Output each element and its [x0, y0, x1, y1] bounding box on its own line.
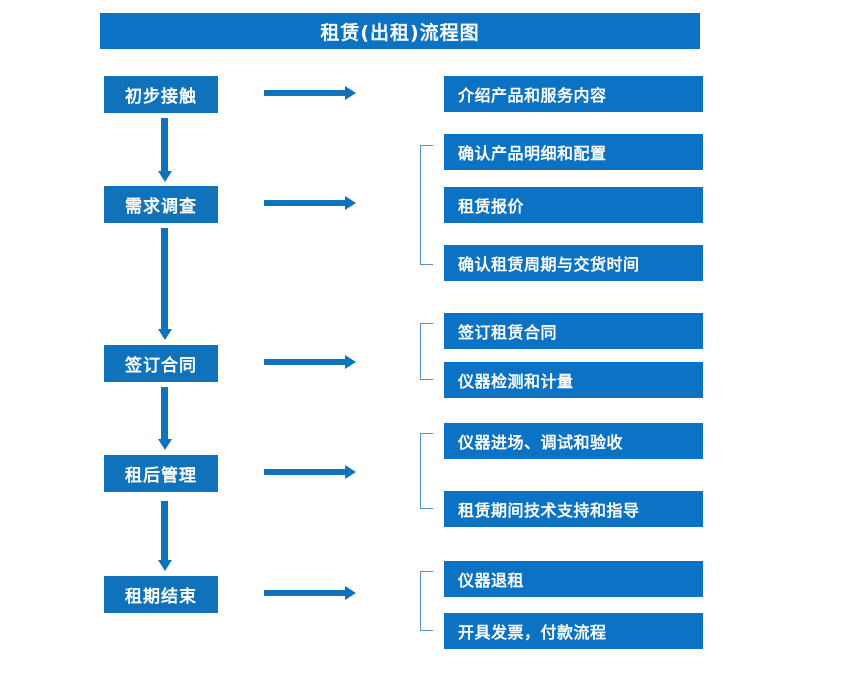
arrow-shaft: [264, 90, 345, 96]
arrow-head: [158, 439, 172, 450]
stage-box-4[interactable]: 租后管理: [104, 455, 218, 492]
right-arrow-2: [264, 196, 356, 210]
detail-box-6[interactable]: 仪器检测和计量: [444, 362, 703, 398]
arrow-shaft: [264, 200, 345, 206]
down-arrow-1: [158, 118, 172, 182]
arrow-shaft: [161, 118, 168, 171]
arrow-shaft: [161, 387, 168, 439]
chart-title: 租赁(出租)流程图: [100, 13, 700, 49]
down-arrow-3: [158, 387, 172, 450]
arrow-shaft: [161, 501, 168, 560]
group-bracket-4: [420, 571, 433, 631]
arrow-head: [345, 465, 356, 479]
detail-box-9[interactable]: 仪器退租: [444, 561, 703, 597]
arrow-head: [158, 171, 172, 182]
detail-box-4[interactable]: 确认租赁周期与交货时间: [444, 245, 703, 281]
detail-box-5[interactable]: 签订租赁合同: [444, 313, 703, 349]
right-arrow-3: [264, 355, 356, 369]
right-arrow-1: [264, 86, 356, 100]
arrow-head: [345, 586, 356, 600]
detail-box-1[interactable]: 介绍产品和服务内容: [444, 76, 703, 112]
detail-box-7[interactable]: 仪器进场、调试和验收: [444, 423, 703, 459]
stage-box-3[interactable]: 签订合同: [104, 345, 218, 382]
arrow-head: [158, 560, 172, 571]
arrow-shaft: [161, 228, 168, 329]
stage-box-1[interactable]: 初步接触: [104, 76, 218, 113]
right-arrow-5: [264, 586, 356, 600]
detail-box-2[interactable]: 确认产品明细和配置: [444, 134, 703, 170]
detail-box-3[interactable]: 租赁报价: [444, 187, 703, 223]
down-arrow-4: [158, 501, 172, 571]
arrow-head: [345, 355, 356, 369]
arrow-shaft: [264, 590, 345, 596]
arrow-head: [345, 196, 356, 210]
detail-box-10[interactable]: 开具发票，付款流程: [444, 613, 703, 649]
arrow-shaft: [264, 469, 345, 475]
down-arrow-2: [158, 228, 172, 340]
group-bracket-1: [420, 145, 433, 265]
group-bracket-2: [420, 323, 433, 380]
right-arrow-4: [264, 465, 356, 479]
stage-box-2[interactable]: 需求调查: [104, 186, 218, 223]
detail-box-8[interactable]: 租赁期间技术支持和指导: [444, 491, 703, 527]
group-bracket-3: [420, 433, 433, 509]
arrow-head: [158, 329, 172, 340]
arrow-shaft: [264, 359, 345, 365]
stage-box-5[interactable]: 租期结束: [104, 576, 218, 613]
arrow-head: [345, 86, 356, 100]
